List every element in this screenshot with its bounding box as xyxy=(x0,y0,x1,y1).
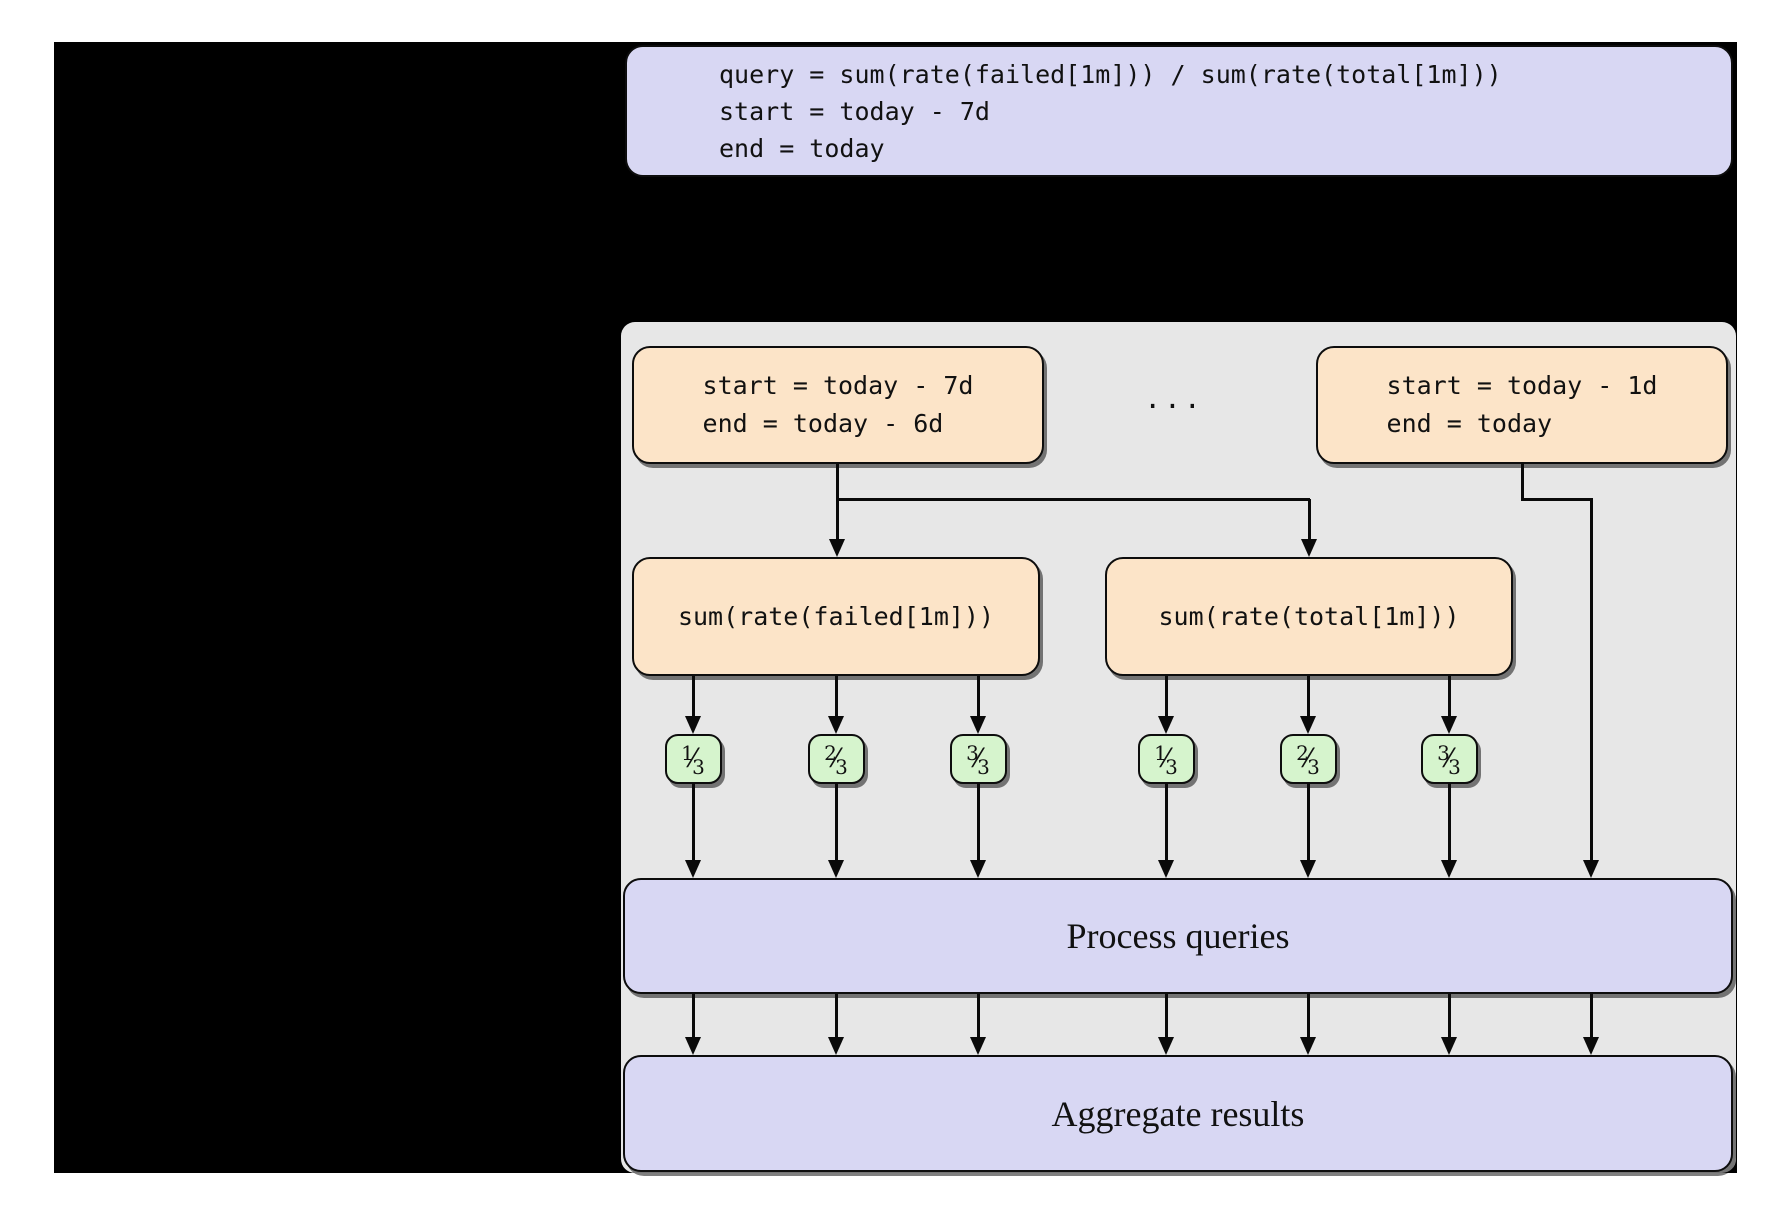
arrow-head xyxy=(1157,716,1174,734)
arrow-head xyxy=(827,1037,844,1055)
arrow-head xyxy=(827,860,844,878)
query-spec-box: query = sum(rate(failed[1m])) / sum(rate… xyxy=(625,45,1733,177)
connector-line xyxy=(834,783,838,860)
code-line-start: start = today - 7d xyxy=(719,96,990,126)
shard-chip: 1⁄3 xyxy=(1137,734,1195,784)
interval-first-line1: start = today - 7d xyxy=(702,371,974,400)
arrow-head xyxy=(1157,1037,1174,1055)
connector-line xyxy=(1589,499,1593,860)
connector-line xyxy=(1447,783,1451,860)
connector-line xyxy=(976,676,980,716)
arrow-head xyxy=(1440,1037,1457,1055)
arrow-head xyxy=(684,1037,701,1055)
connector-line xyxy=(976,994,980,1038)
arrow-head xyxy=(1299,716,1316,734)
connector-line xyxy=(1306,676,1310,716)
connector-line xyxy=(1164,676,1168,716)
interval-box-first: start = today - 7d end = today - 6d xyxy=(632,346,1044,464)
connector-line xyxy=(691,783,695,860)
process-queries-box: Process queries xyxy=(623,878,1733,994)
connector-line xyxy=(1447,994,1451,1038)
arrow-head xyxy=(1300,539,1317,557)
arrow-head xyxy=(684,716,701,734)
connector-line xyxy=(834,676,838,716)
shard-chip: 3⁄3 xyxy=(949,734,1007,784)
connector-line xyxy=(1307,499,1311,540)
shard-chip: 2⁄3 xyxy=(1279,734,1337,784)
connector-line xyxy=(1520,462,1524,500)
interval-last-line2: end = today xyxy=(1386,409,1553,438)
interval-box-last: start = today - 1d end = today xyxy=(1316,346,1728,464)
connector-line xyxy=(835,464,839,540)
arrow-head xyxy=(1299,1037,1316,1055)
connector-line xyxy=(1164,783,1168,860)
subquery-box-failed: sum(rate(failed[1m])) xyxy=(632,557,1040,676)
arrow-head xyxy=(828,539,845,557)
arrow-head xyxy=(1582,1037,1599,1055)
arrow-head xyxy=(969,716,986,734)
connector-line xyxy=(1520,497,1593,501)
connector-line xyxy=(691,676,695,716)
interval-last-code: start = today - 1d end = today xyxy=(1387,367,1658,443)
ellipsis: ... xyxy=(1144,381,1204,415)
connector-line xyxy=(1447,676,1451,716)
arrow-head xyxy=(1440,716,1457,734)
query-spec-code: query = sum(rate(failed[1m])) / sum(rate… xyxy=(719,56,1502,167)
code-line-end: end = today xyxy=(719,133,885,163)
connector-line xyxy=(835,497,1310,501)
arrow-head xyxy=(1582,860,1599,878)
arrow-head xyxy=(684,860,701,878)
arrow-head xyxy=(969,1037,986,1055)
aggregate-results-box: Aggregate results xyxy=(623,1055,1733,1172)
shard-chip: 2⁄3 xyxy=(807,734,865,784)
arrow-head xyxy=(827,716,844,734)
shard-chip: 3⁄3 xyxy=(1420,734,1478,784)
arrow-head xyxy=(1157,860,1174,878)
shard-chip: 1⁄3 xyxy=(664,734,722,784)
connector-line xyxy=(1306,994,1310,1038)
arrow-head xyxy=(1440,860,1457,878)
connector-line xyxy=(976,783,980,860)
connector-line xyxy=(834,994,838,1038)
interval-first-code: start = today - 7d end = today - 6d xyxy=(703,367,974,443)
connector-line xyxy=(1164,994,1168,1038)
code-line-query: query = sum(rate(failed[1m])) / sum(rate… xyxy=(719,59,1502,89)
interval-last-line1: start = today - 1d xyxy=(1386,371,1658,400)
subquery-box-total: sum(rate(total[1m])) xyxy=(1105,557,1513,676)
arrow-head xyxy=(1299,860,1316,878)
arrow-head xyxy=(969,860,986,878)
connector-line xyxy=(1589,994,1593,1038)
connector-line xyxy=(1306,783,1310,860)
interval-first-line2: end = today - 6d xyxy=(702,409,944,438)
connector-line xyxy=(691,994,695,1038)
